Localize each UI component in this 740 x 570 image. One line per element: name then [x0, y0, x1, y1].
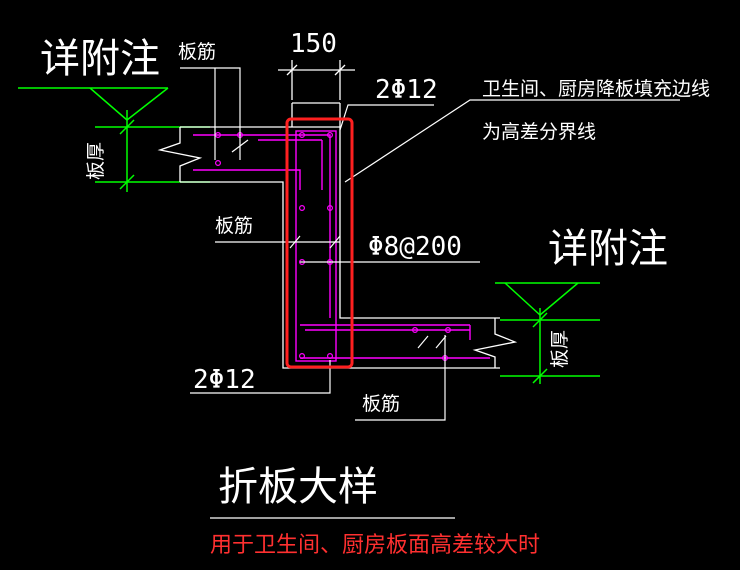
leader-lines — [180, 67, 680, 519]
right-elevation-marker — [495, 282, 600, 384]
slab-thickness-left: 板厚 — [85, 142, 107, 180]
dimension-150 — [278, 60, 355, 100]
boundary-note-line1: 卫生间、厨房降板填充边线 — [482, 78, 710, 100]
left-elevation-marker — [18, 87, 210, 192]
slab-rebar-label-bottom: 板筋 — [362, 393, 400, 415]
stirrup-label: Φ8@200 — [368, 232, 462, 262]
slab-concrete-outline — [157, 102, 518, 369]
usage-note: 用于卫生间、厨房板面高差较大时 — [210, 533, 540, 558]
top-bars-label: 2Φ12 — [375, 75, 438, 105]
detail-note-left: 详附注 — [40, 36, 160, 82]
dimension-label: 150 — [290, 29, 337, 59]
bottom-bars-label: 2Φ12 — [193, 365, 256, 395]
slab-thickness-right: 板厚 — [549, 330, 571, 368]
slab-rebar-label-top: 板筋 — [178, 41, 216, 63]
detail-title: 折板大样 — [218, 464, 378, 510]
highlight-box — [285, 117, 354, 369]
detail-note-right: 详附注 — [548, 226, 668, 272]
slab-rebar-label-mid: 板筋 — [215, 215, 253, 237]
boundary-note-line2: 为高差分界线 — [482, 121, 596, 143]
